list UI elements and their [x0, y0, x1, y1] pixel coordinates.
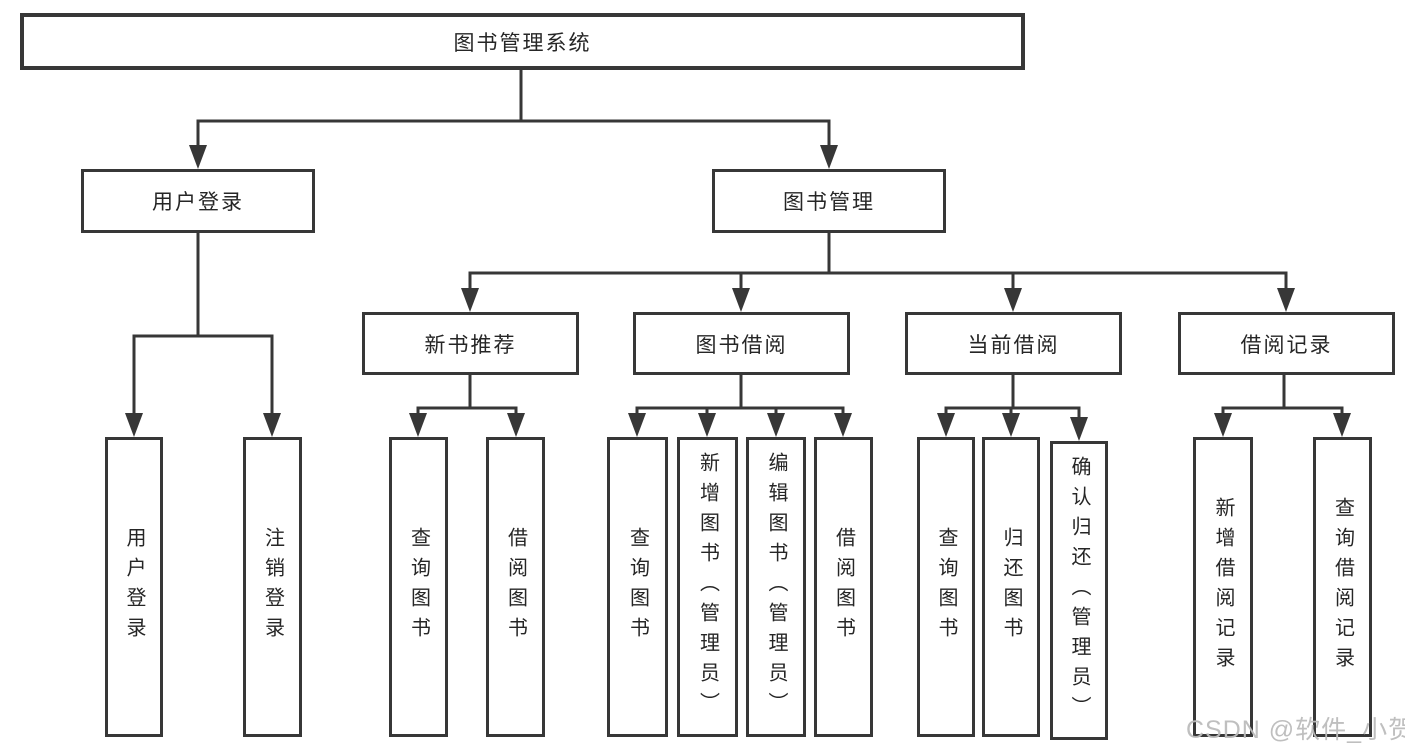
arrowheads: [125, 145, 1351, 441]
node-label: 查询图书: [407, 527, 430, 647]
leaf-logout: 注销登录: [243, 437, 302, 737]
leaf-query-books-borrowing: 查询图书: [607, 437, 668, 737]
node-label: 新书推荐: [424, 333, 517, 357]
node-current-borrowing: 当前借阅: [905, 312, 1122, 375]
leaf-edit-book-admin: 编辑图书（管理员）: [746, 437, 806, 737]
leaf-add-borrow-record: 新增借阅记录: [1193, 437, 1253, 737]
node-label: 编辑图书（管理员）: [765, 452, 787, 722]
node-label: 图书借阅: [695, 333, 788, 357]
node-label: 借阅图书: [504, 527, 527, 647]
node-book-borrowing: 图书借阅: [633, 312, 850, 375]
node-label: 归还图书: [1000, 527, 1022, 647]
csdn-watermark: CSDN @软件_小贺同学: [1186, 716, 1405, 744]
node-book-management: 图书管理: [712, 169, 946, 233]
leaf-return-book: 归还图书: [982, 437, 1040, 737]
leaf-borrow-books-borrowing: 借阅图书: [814, 437, 873, 737]
node-label: 注销登录: [261, 527, 284, 647]
leaf-query-books-current: 查询图书: [917, 437, 975, 737]
node-label: 借阅记录: [1240, 333, 1333, 357]
leaf-borrow-books-recommend: 借阅图书: [486, 437, 545, 737]
node-label: 借阅图书: [832, 527, 855, 647]
node-label: 新增借阅记录: [1212, 497, 1234, 677]
node-label: 新增图书（管理员）: [696, 452, 719, 722]
leaf-confirm-return-admin: 确认归还（管理员）: [1050, 441, 1108, 740]
node-label: 查询图书: [935, 527, 957, 647]
leaf-query-borrow-record: 查询借阅记录: [1313, 437, 1372, 737]
node-root: 图书管理系统: [20, 13, 1025, 70]
node-label: 图书管理系统: [453, 31, 592, 55]
node-label: 图书管理: [783, 191, 875, 214]
node-label: 当前借阅: [967, 333, 1060, 357]
node-label: 确认归还（管理员）: [1068, 455, 1090, 726]
node-label: 用户登录: [152, 191, 244, 214]
node-borrow-records: 借阅记录: [1178, 312, 1395, 375]
node-label: 查询借阅记录: [1331, 497, 1354, 677]
node-new-book-recommend: 新书推荐: [362, 312, 579, 375]
node-label: 用户登录: [123, 527, 145, 647]
node-label: 查询图书: [626, 527, 649, 647]
node-user-login: 用户登录: [81, 169, 315, 233]
leaf-query-books-recommend: 查询图书: [389, 437, 448, 737]
leaf-add-book-admin: 新增图书（管理员）: [677, 437, 738, 737]
leaf-user-login: 用户登录: [105, 437, 163, 737]
